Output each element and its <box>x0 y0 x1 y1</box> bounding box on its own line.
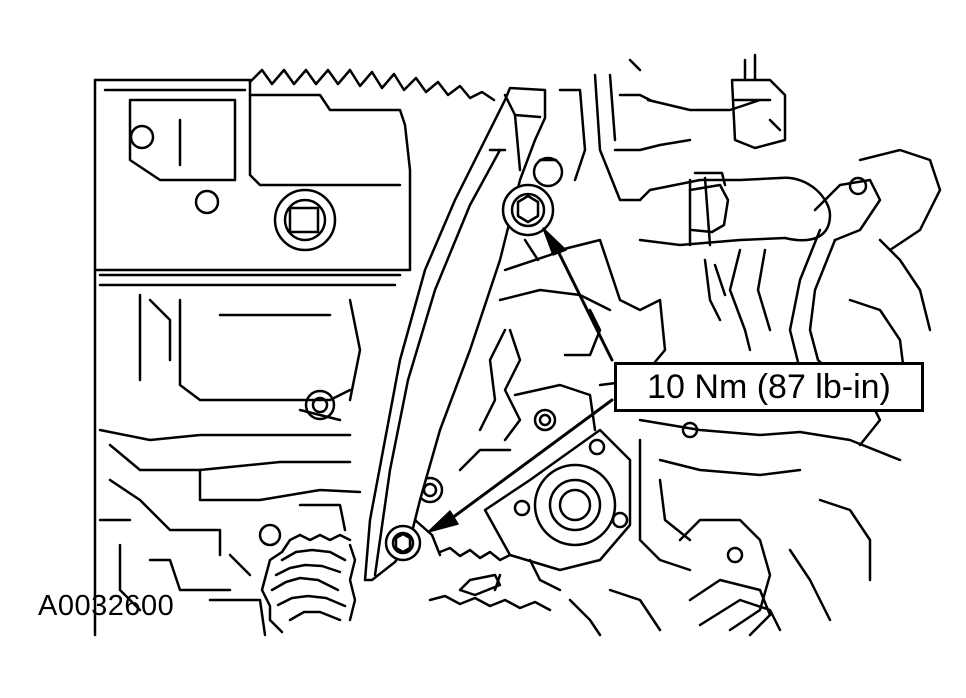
leader-arrows <box>427 227 614 533</box>
water-pump-area <box>458 238 667 592</box>
chain-tensioner-arm <box>363 86 547 582</box>
crankshaft-sprocket <box>260 533 552 634</box>
figure-id-label: A0032600 <box>38 590 175 622</box>
engine-block <box>93 68 496 637</box>
tensioner-arm-lower-bolt <box>384 518 442 562</box>
tensioner-arm-upper-bolt <box>501 156 564 262</box>
torque-spec-callout: 10 Nm (87 lb-in) <box>614 362 924 412</box>
coolant-hoses <box>558 53 942 637</box>
